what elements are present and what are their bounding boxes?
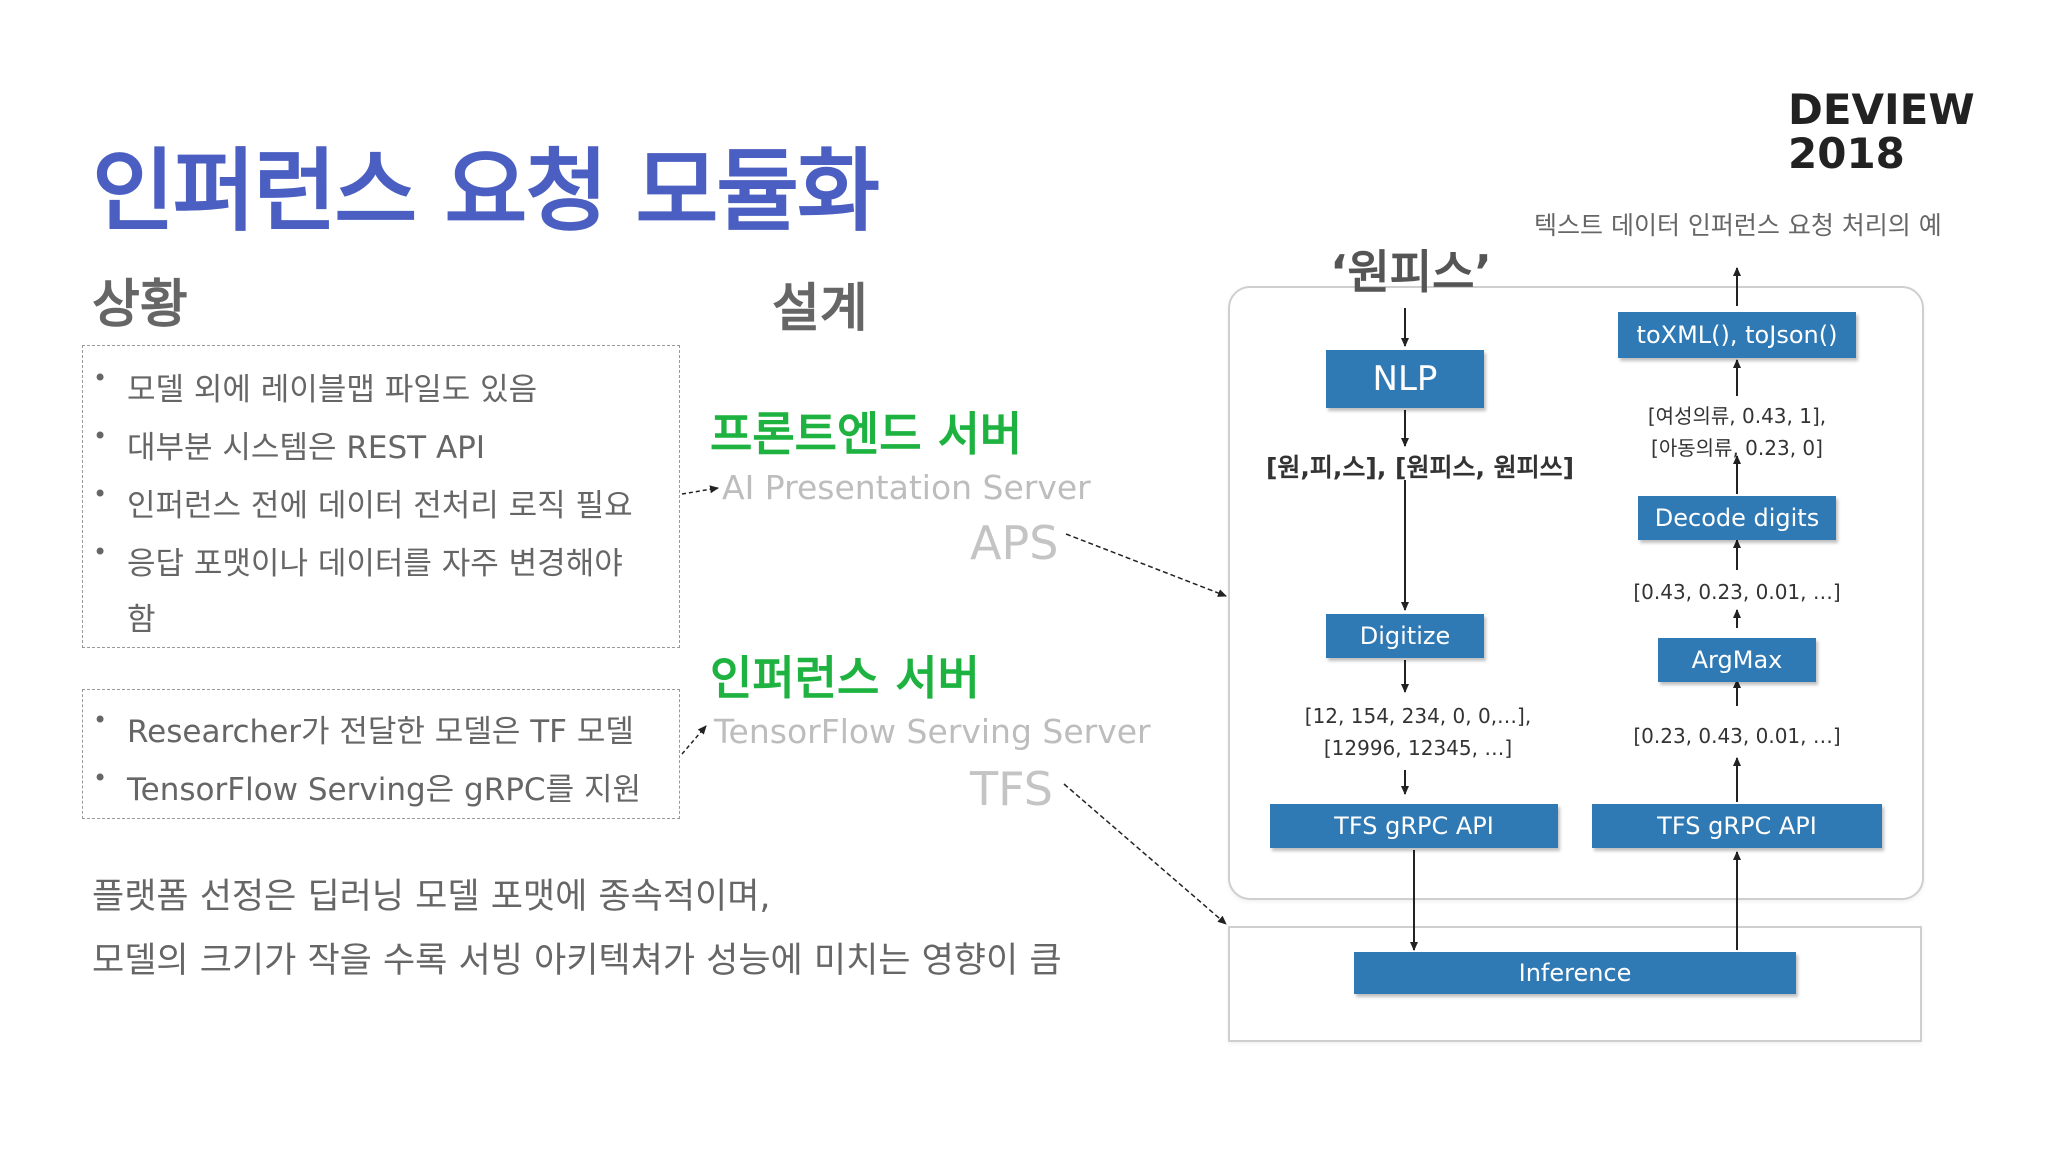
list-item: 모델 외에 레이블맵 파일도 있음 [93, 364, 537, 409]
logo-line2: 2018 [1788, 129, 1905, 178]
input-text: ‘원피스’ [1330, 245, 1492, 299]
argmax-output: [0.43, 0.23, 0.01, …] [1633, 580, 1841, 604]
situation-box-1: 모델 외에 레이블맵 파일도 있음 대부분 시스템은 REST API 인퍼런스… [82, 345, 680, 648]
digitize-output-2: [12996, 12345, …] [1323, 736, 1513, 760]
list-item: 인퍼런스 전에 데이터 전처리 로직 필요 [93, 480, 633, 525]
section-design: 설계 [772, 279, 868, 339]
list-item-continuation: 함 [127, 602, 156, 638]
inference-server-title: 인퍼런스 서버 [710, 651, 980, 705]
list-item: 응답 포맷이나 데이터를 자주 변경해야 [93, 538, 623, 583]
serialize-box: toXML(), toJson() [1618, 312, 1856, 358]
page-title: 인퍼런스 요청 모듈화 [92, 139, 880, 244]
frontend-server-subtitle: AI Presentation Server [722, 468, 1091, 507]
nlp-output: [원,피,스], [원피스, 원피쓰] [1266, 453, 1575, 482]
decode-output-2: [아동의류, 0.23, 0] [1651, 436, 1823, 460]
inference-server-abbr: TFS [970, 762, 1053, 816]
decode-output-1: [여성의류, 0.43, 1], [1647, 404, 1827, 428]
decode-digits-box: Decode digits [1638, 496, 1836, 540]
note-line-2: 모델의 크기가 작을 수록 서빙 아키텍쳐가 성능에 미치는 영향이 큼 [92, 941, 1062, 981]
logo-line1: DEVIEW [1788, 85, 1975, 134]
digitize-box: Digitize [1326, 614, 1484, 658]
argmax-box: ArgMax [1658, 638, 1816, 682]
deview-logo: DEVIEW 2018 [1788, 88, 1975, 176]
diagram-caption: 텍스트 데이터 인퍼런스 요청 처리의 예 [1534, 211, 1942, 240]
inference-server-subtitle: TensorFlow Serving Server [714, 712, 1151, 751]
digitize-output-1: [12, 154, 234, 0, 0,…], [1304, 704, 1532, 728]
nlp-box: NLP [1326, 350, 1484, 408]
list-item: Researcher가 전달한 모델은 TF 모델 [93, 706, 634, 751]
argmax-input: [0.23, 0.43, 0.01, …] [1633, 724, 1841, 748]
section-situation: 상황 [92, 275, 188, 335]
tfs-grpc-api-left: TFS gRPC API [1270, 804, 1558, 848]
list-item: 대부분 시스템은 REST API [93, 422, 485, 467]
inference-box: Inference [1354, 952, 1796, 994]
note-line-1: 플랫폼 선정은 딥러닝 모델 포맷에 종속적이며, [92, 877, 771, 917]
frontend-server-title: 프론트엔드 서버 [710, 407, 1023, 461]
situation-box-2: Researcher가 전달한 모델은 TF 모델 TensorFlow Ser… [82, 689, 680, 819]
list-item: TensorFlow Serving은 gRPC를 지원 [93, 764, 641, 809]
frontend-server-abbr: APS [970, 516, 1059, 570]
tfs-grpc-api-right: TFS gRPC API [1592, 804, 1882, 848]
